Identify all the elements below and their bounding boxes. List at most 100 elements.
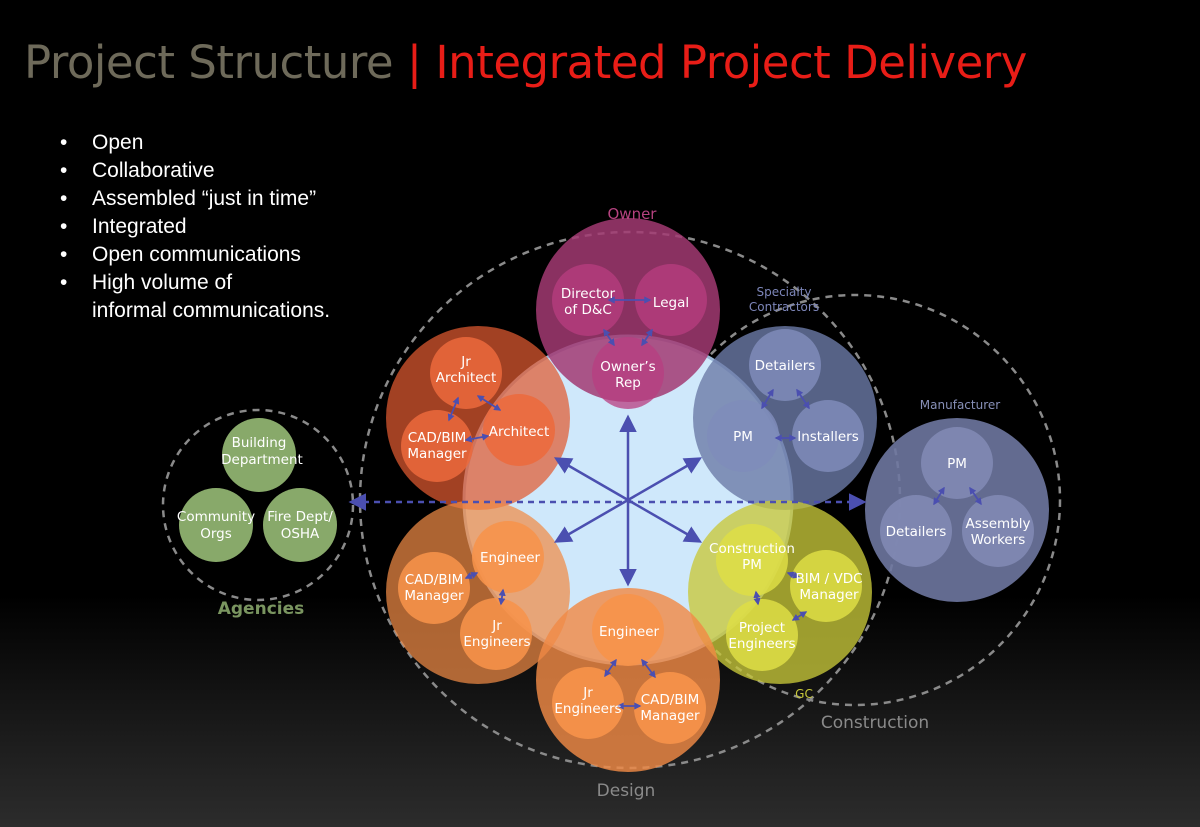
spec-installers-label: Installers xyxy=(797,429,859,445)
link-arrow xyxy=(969,486,982,506)
link-arrow xyxy=(603,328,615,347)
link-arrow xyxy=(753,590,761,606)
node-owners-rep xyxy=(592,337,664,409)
slide-title: Project Structure | Integrated Project D… xyxy=(24,36,1027,89)
bullet-item: High volume of informal communications. xyxy=(60,269,330,325)
link-arrow xyxy=(464,572,479,579)
node-mfr-workers xyxy=(962,495,1034,567)
link-arrow xyxy=(641,658,656,679)
hub-arrow-lower-right xyxy=(627,498,703,543)
design-region-label: Design xyxy=(597,781,656,801)
title-separator: | xyxy=(406,36,422,89)
node-director xyxy=(552,264,624,336)
agencies-group-label: Agencies xyxy=(218,599,305,619)
node-construction-pm xyxy=(716,524,788,596)
node-legal xyxy=(635,264,707,336)
owner-group-label: Owner xyxy=(608,205,658,223)
node-architect xyxy=(483,394,555,466)
architecture-nodes xyxy=(401,337,555,482)
hub-arrow-upper-left xyxy=(553,457,629,502)
bullet-item: Integrated xyxy=(60,213,330,241)
mfr-detailers-label: Detailers xyxy=(886,524,947,540)
link-arrow xyxy=(464,433,490,443)
link-arrow xyxy=(786,571,801,579)
bullet-item: Open communications xyxy=(60,241,330,269)
agency-fire-label: Fire Dept/OSHA xyxy=(267,509,333,542)
owner-legal-label: Legal xyxy=(653,295,689,311)
construction-region-label: Construction xyxy=(821,713,929,733)
owner-nodes xyxy=(552,264,707,409)
arch-architect-label: Architect xyxy=(489,424,550,440)
node-fire-dept xyxy=(263,488,337,562)
node-engineer-left xyxy=(472,521,544,593)
node-community-orgs xyxy=(179,488,253,562)
link-arrow xyxy=(796,388,810,410)
agencies-nodes xyxy=(179,418,337,562)
link-arrow xyxy=(476,395,502,411)
link-arrow xyxy=(447,396,460,422)
manufacturer-nodes xyxy=(880,427,1034,567)
spec-detailers-label: Detailers xyxy=(755,358,816,374)
title-secondary: Integrated Project Delivery xyxy=(435,36,1027,89)
link-arrow xyxy=(604,658,617,678)
bullet-item-text: High volume of xyxy=(92,271,233,294)
node-cad-lower xyxy=(634,672,706,744)
node-pm xyxy=(707,400,779,472)
hub-arrows xyxy=(553,414,703,587)
bullet-continuation: informal communications. xyxy=(92,299,331,322)
link-arrow xyxy=(498,588,506,606)
link-arrow xyxy=(933,486,945,506)
hub-arrow-lower-left xyxy=(553,498,629,543)
node-eng-cad xyxy=(398,552,470,624)
bullet-item: Collaborative xyxy=(60,157,330,185)
gc-nodes xyxy=(716,524,862,671)
node-engineer-lower xyxy=(592,594,664,666)
design-lower-nodes xyxy=(552,594,706,744)
link-arrow xyxy=(791,611,808,621)
gc-group-label: GC xyxy=(795,687,813,701)
link-arrow xyxy=(761,388,774,410)
bullet-item: Assembled “just in time” xyxy=(60,185,330,213)
engineering-left-nodes xyxy=(398,521,544,670)
manufacturer-group-label: Manufacturer xyxy=(920,398,1000,412)
bullet-item: Open xyxy=(60,129,330,157)
hub-arrow-upper-right xyxy=(627,457,703,502)
owner-circle xyxy=(536,218,720,402)
node-mfr-pm xyxy=(921,427,993,499)
title-primary: Project Structure xyxy=(24,36,394,89)
design-engineer-label: Engineer xyxy=(599,624,660,640)
node-detailers xyxy=(749,329,821,401)
node-project-engineers xyxy=(726,599,798,671)
node-building-dept xyxy=(222,418,296,492)
eng-left-engineer-label: Engineer xyxy=(480,550,541,566)
spec-pm-label: PM xyxy=(733,429,753,445)
node-jr-engineers-left xyxy=(460,598,532,670)
node-bim-vdc xyxy=(790,550,862,622)
specialty-nodes xyxy=(707,329,864,472)
node-jr-engineers-lower xyxy=(552,667,624,739)
node-arch-cad xyxy=(401,410,473,482)
node-jr-architect xyxy=(430,337,502,409)
node-installers xyxy=(792,400,864,472)
bullet-list: Open Collaborative Assembled “just in ti… xyxy=(60,129,330,325)
mfr-pm-label: PM xyxy=(947,456,967,472)
link-arrow xyxy=(641,328,653,347)
node-mfr-detailers xyxy=(880,495,952,567)
